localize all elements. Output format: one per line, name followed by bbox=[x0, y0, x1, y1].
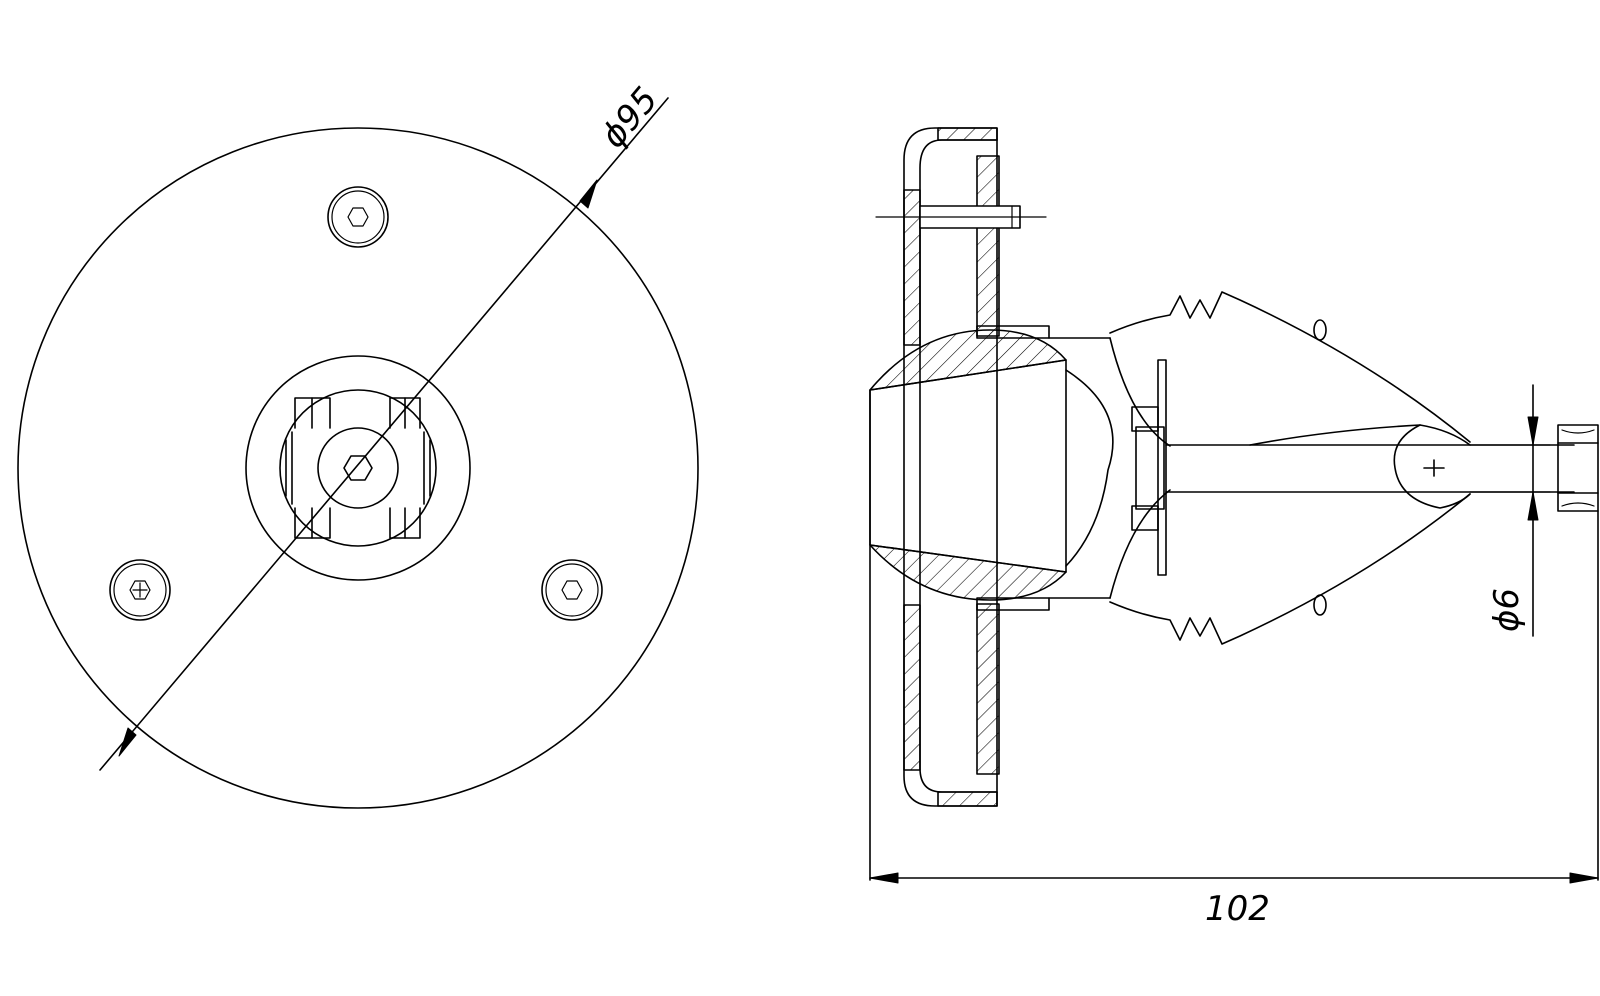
dimension-arrow-icon bbox=[1569, 872, 1599, 884]
screw-top-hex-icon bbox=[347, 207, 369, 227]
screw-left-inner bbox=[113, 563, 167, 617]
brush-rivet-top bbox=[1313, 319, 1327, 341]
hex-nut-body bbox=[1557, 424, 1599, 512]
shaft-taper bbox=[1249, 424, 1471, 446]
diameter-dimension: ϕ95 bbox=[99, 80, 669, 771]
brush-lower bbox=[1109, 493, 1471, 645]
clamp-jaws bbox=[285, 397, 431, 539]
shaft-end-arc bbox=[1393, 424, 1471, 509]
hex-socket-screw-icon bbox=[327, 186, 389, 248]
screw-right-inner bbox=[545, 563, 599, 617]
hub-bore-circle bbox=[279, 389, 437, 547]
side-screw bbox=[875, 205, 1047, 229]
hex-nut-chamfer bbox=[1561, 429, 1595, 507]
flange-housing-outer bbox=[903, 127, 998, 807]
flange-outer-circle bbox=[17, 127, 699, 809]
housing-wall-left-upper bbox=[903, 189, 921, 346]
screw-left-hex-icon bbox=[129, 580, 151, 600]
hub-outer-circle bbox=[245, 355, 471, 581]
ball-cap-bottom bbox=[869, 544, 1067, 601]
shaft-diameter-dimension: ϕ6 bbox=[1469, 384, 1551, 637]
brush-lower-inner bbox=[1109, 489, 1171, 599]
screw-top-outer bbox=[327, 186, 389, 248]
hex-socket-screw-icon bbox=[541, 559, 603, 621]
dimension-arrow-icon bbox=[579, 179, 598, 209]
hub-inner-circle bbox=[317, 427, 399, 509]
screw-left-outer bbox=[109, 559, 171, 621]
washer-plate bbox=[1157, 359, 1167, 576]
brush-rivet-bottom bbox=[1313, 594, 1327, 616]
screw-top-inner bbox=[331, 190, 385, 244]
ball-cap-top bbox=[869, 329, 1067, 391]
length-dimension: 102 bbox=[869, 389, 1599, 929]
front-view: ϕ95 bbox=[17, 80, 699, 809]
housing-wall-top bbox=[937, 127, 998, 141]
cover-plate-upper bbox=[976, 155, 1000, 337]
screw-right-hex-icon bbox=[561, 580, 583, 600]
washer-left bbox=[1131, 406, 1159, 432]
brush-upper bbox=[1109, 291, 1471, 443]
ball-body bbox=[869, 359, 1067, 573]
housing-wall-left-lower bbox=[903, 604, 921, 771]
diameter-dim-line bbox=[99, 97, 669, 771]
side-view: ϕ6 102 bbox=[869, 127, 1599, 929]
dimension-arrow-icon bbox=[1527, 416, 1539, 446]
ball-right-arc bbox=[1065, 369, 1114, 567]
dimension-arrow-icon bbox=[1527, 491, 1539, 521]
shaft-diameter-label: ϕ6 bbox=[1487, 588, 1527, 632]
brush-upper-inner bbox=[1109, 337, 1171, 447]
dimension-arrow-icon bbox=[118, 727, 137, 757]
washer-cup bbox=[1135, 426, 1165, 510]
washer-left-bottom bbox=[1131, 505, 1159, 531]
dimension-arrow-icon bbox=[869, 872, 899, 884]
hex-nut bbox=[1557, 424, 1599, 512]
diameter-label: ϕ95 bbox=[593, 80, 666, 156]
housing-wall-bottom bbox=[937, 791, 998, 807]
flange-housing-inner bbox=[919, 139, 998, 793]
hex-socket-screw-icon bbox=[109, 559, 171, 621]
length-label: 102 bbox=[1205, 889, 1270, 929]
center-mark-icon bbox=[1423, 459, 1445, 477]
screw-right-outer bbox=[541, 559, 603, 621]
cover-plate-lower bbox=[976, 603, 1000, 775]
